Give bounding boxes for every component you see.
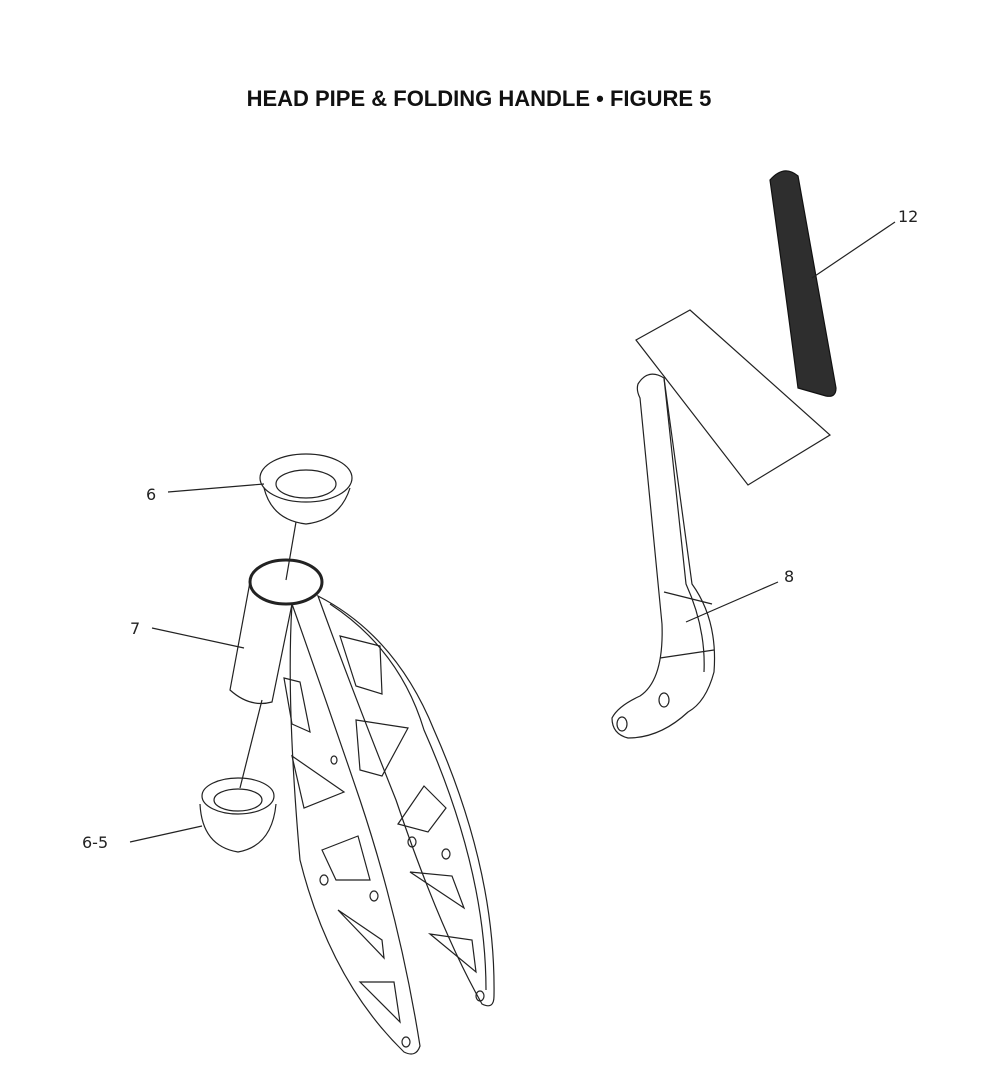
cutout — [355, 719, 409, 777]
leader-8 — [685, 581, 779, 623]
callout-7: 7 — [130, 619, 140, 638]
frame-hole — [319, 874, 329, 886]
fork-rear-inner-edge — [329, 603, 487, 991]
cutout — [337, 909, 385, 960]
leader-6-5 — [129, 825, 203, 843]
lower-bearing-body — [199, 803, 277, 853]
handle-pivot-hole — [658, 692, 670, 708]
fork-front-plate — [289, 603, 421, 1055]
frame-hole — [475, 990, 485, 1002]
handle-end-hole — [616, 716, 628, 732]
grip-tape-part — [769, 170, 837, 397]
fork-rear-plate — [316, 594, 495, 1007]
head-pipe-top — [248, 558, 324, 606]
frame-hole — [401, 1036, 411, 1048]
callout-12: 12 — [898, 207, 918, 226]
cutout — [397, 785, 447, 833]
axis-line-lower — [239, 699, 263, 789]
callout-6-5: 6-5 — [82, 833, 108, 852]
leader-7 — [151, 627, 245, 649]
lower-bearing-rim — [201, 777, 275, 815]
leader-6 — [167, 483, 265, 493]
cutout — [321, 835, 371, 881]
frame-hole — [330, 755, 338, 765]
cutout — [427, 933, 477, 974]
frame-hole — [369, 890, 379, 902]
upper-bearing-bore — [275, 469, 337, 499]
frame-hole — [407, 836, 417, 848]
figure-title: HEAD PIPE & FOLDING HANDLE • FIGURE 5 — [246, 86, 712, 111]
handle-inner-edge — [663, 377, 705, 673]
cutout — [358, 981, 401, 1024]
upper-bearing-rim — [259, 453, 353, 503]
cutout — [339, 635, 383, 695]
head-pipe-body — [229, 581, 293, 705]
handle-plate — [635, 309, 832, 486]
handle-break-line — [663, 591, 713, 605]
callout-6: 6 — [146, 485, 156, 504]
callout-8: 8 — [784, 567, 794, 586]
lower-bearing-bore — [213, 788, 263, 812]
axis-line-upper — [285, 521, 297, 581]
handle-break-line-2 — [659, 649, 715, 659]
upper-bearing-body — [263, 487, 351, 525]
cutout — [409, 871, 466, 910]
frame-hole — [441, 848, 451, 860]
folding-handle-part — [611, 373, 716, 739]
cutout — [291, 754, 346, 809]
leader-12 — [811, 221, 896, 279]
cutout — [283, 677, 311, 734]
